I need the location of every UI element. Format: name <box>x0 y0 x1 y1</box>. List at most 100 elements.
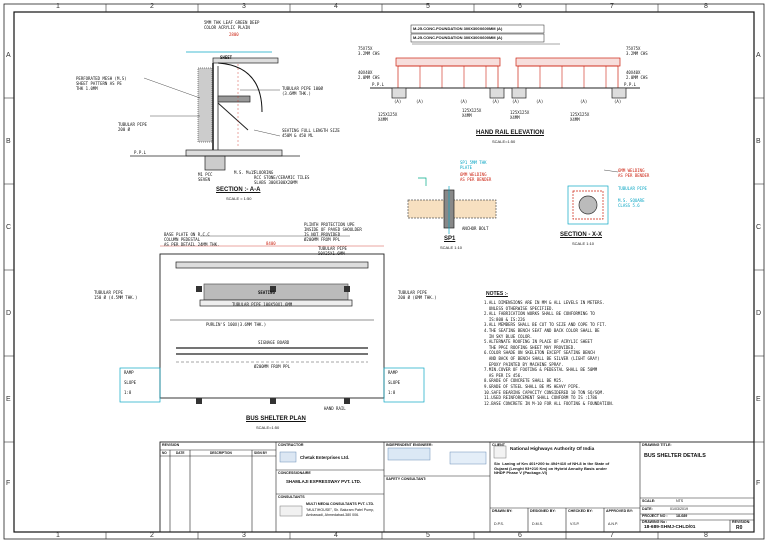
tb-designed-by-heading: DESIGNED BY: <box>530 509 556 513</box>
row-label-B-left: B <box>6 138 11 145</box>
row-label-E-left: E <box>6 396 11 403</box>
xx-scale: SCALE 1:10 <box>572 241 595 246</box>
tb-consultants-heading: CONSULTANTS <box>278 495 305 499</box>
note-line: 7.MIN.COVER OF FOOTING & PEDESTAL SHALL … <box>484 367 598 373</box>
hr-a-tag: (A) <box>492 99 500 104</box>
sp1-scale: SCALE 1:10 <box>440 245 463 250</box>
tb-approved-by: A.N.P. <box>608 522 618 526</box>
column-label-4-top: 4 <box>334 3 338 10</box>
plan-ramp-right: RAMP SLOPE 1:8 <box>388 370 401 395</box>
row-label-D-right: D <box>756 310 762 317</box>
sp1-weld-label: 6MM WELDING AS PER BENDER <box>460 172 492 182</box>
column-label-3-top: 3 <box>242 3 246 10</box>
row-label-F-left: F <box>6 480 11 487</box>
plan-signage-label: SIGNAGE BOARD <box>258 340 290 345</box>
title-block-grid <box>159 441 755 533</box>
section-aa-drawing <box>130 51 300 171</box>
column-label-7-bot: 7 <box>610 532 614 539</box>
sp1-plate-label: SP1 5MM THK PLATE <box>460 160 487 170</box>
row-label-D-left: D <box>6 310 12 317</box>
tb-checked-by: V.S.P. <box>570 522 580 526</box>
tb-drawn-by: D.P.S. <box>494 522 504 526</box>
aa-bolt-label: M.S. Mu15 <box>234 170 256 175</box>
column-label-5-top: 5 <box>426 3 430 10</box>
note-line: EPOXY PAINTED BY MACHINE SPRAY. <box>484 361 564 367</box>
column-label-2-top: 2 <box>150 3 154 10</box>
hr-left-mid: 40X40X 2.0MM CHS <box>358 70 380 80</box>
tb-drawing-no: 18-689-SHMJ-CHLD/01 <box>644 525 696 530</box>
hand-rail-drawing <box>370 43 640 99</box>
tb-drawn-by-heading: DRAWN BY: <box>492 509 513 513</box>
plan-scale: SCALE=1:50 <box>256 425 280 430</box>
hr-member-3: 125X125X X4MM <box>510 110 530 120</box>
row-label-C-right: C <box>756 224 762 231</box>
notes-heading-text: NOTES :- <box>486 291 508 297</box>
tb-date-heading: DATE: <box>642 507 653 511</box>
row-label-F-right: F <box>756 480 761 487</box>
note-line: IN SKY BLUE COLOR. <box>484 333 533 339</box>
xx-mpc-label: M.S. SQUARE CLASS 5.6 <box>618 198 645 208</box>
note-line: 9.GRADE OF STEEL SHALL BE MS HEAVY PIPE. <box>484 383 581 389</box>
tb-independent-heading: INDEPENDENT ENGINEER: <box>386 443 433 447</box>
tb-scale-heading: SCALE: <box>642 499 656 503</box>
aa-dim-top: 2800 <box>229 32 239 37</box>
plan-dim: 8400 <box>266 241 276 246</box>
hr-a-tag: (A) <box>394 99 402 104</box>
client-logo <box>493 445 507 459</box>
tb-revision-col: DESCRIPTION <box>210 451 232 455</box>
hr-member-4: 125X125X X4MM <box>570 112 590 122</box>
aa-flooring-label: FLOORING RCC STONE/CERAMIC TILES SLABS 3… <box>254 170 310 185</box>
tb-client-heading: CLIENT <box>492 443 505 447</box>
xx-title: SECTION - X-X <box>560 232 603 238</box>
column-label-6-bot: 6 <box>518 532 522 539</box>
hr-a-tag: (A) <box>416 99 424 104</box>
aa-sheet-label: SHEET <box>220 55 233 60</box>
aa-ppl-label: P.P.L <box>134 150 147 155</box>
aa-seating-label: SEATING FULL LENGTH SIZE 450M & 450 ML <box>282 128 340 138</box>
hr-right-top: 75X75X 3.2MM CHS <box>626 46 648 56</box>
tb-drawing-no-heading: DRAWING No : <box>642 520 668 524</box>
notes-list: 1.ALL DIMENSIONS ARE IN MM & ALL LEVELS … <box>484 300 614 406</box>
note-line: AND BACK OF BENCH SHALL BE SILVER (LIGHT… <box>484 355 600 361</box>
notes-heading: NOTES :- <box>486 292 508 297</box>
tb-contractor-heading: CONTRACTOR <box>278 443 304 447</box>
plan-pipe-far-right-label: TUBULAR PIPE 200 Ø (6MM THK.) <box>398 290 437 300</box>
sp1-title: SP1 <box>444 236 456 242</box>
note-line: 2.ALL FABRICATION WORKS SHALL BE CONFORM… <box>484 311 595 317</box>
hr-left-top: 75X75X 3.2MM CHS <box>358 46 380 56</box>
column-label-1-bot: 1 <box>56 532 60 539</box>
row-label-C-left: C <box>6 224 12 231</box>
note-line: 12.BASE CONCRETE IN M-10 FOR ALL FOOTING… <box>484 400 615 406</box>
tb-project-no: 18-689 <box>676 514 688 518</box>
column-label-4-bot: 4 <box>334 532 338 539</box>
hr-foundation-1: M-25.CONC.FOUNDATION 300X300X600MM (A) <box>413 26 503 31</box>
note-line: 4.THE SEATING BENCH SEAT AND BACK COLOR … <box>484 327 600 333</box>
tb-consultant: MULTI MEDIA CONSULTANTS PVT. LTD. <box>306 502 375 506</box>
plan-ramp-left: RAMP SLOPE 1:8 <box>124 370 137 395</box>
hr-title: HAND RAIL ELEVATION <box>476 130 545 136</box>
tb-drawing-title: BUS SHELTER DETAILS <box>644 453 706 459</box>
tb-revision-col: DATE <box>176 451 185 455</box>
foundation-label-box-2 <box>410 33 545 43</box>
hr-scale: SCALE=1:50 <box>492 139 516 144</box>
tb-client: National Highways Authority Of India <box>510 447 595 452</box>
note-line: 11.USED REINFORCEMENT SHALL CONFORM TO I… <box>484 395 598 401</box>
column-label-6-top: 6 <box>518 3 522 10</box>
hr-right-mid: 40X40X 2.0MM CHS <box>626 70 648 80</box>
note-line: 1.ALL DIMENSIONS ARE IN MM & ALL LEVELS … <box>484 300 605 305</box>
tb-safety-heading: SAFETY CONSULTANT: <box>386 477 427 481</box>
plan-pipe-right-label: TUBULAR PIPE 50X25X1.6MM <box>318 246 347 256</box>
plan-purlin-label: PURLIN'S 100X(3.6MM THK.) <box>206 322 267 327</box>
aa-pcc-label: M1 PCC SEVEN <box>198 172 213 182</box>
xx-weld-label: 6MM WELDING AS PER BENDER <box>618 168 650 178</box>
note-line: IS:800 & IS:226 <box>484 316 525 322</box>
note-line: 6.COLOR SHADE ON SKELETON EXCEPT SEATING… <box>484 350 595 356</box>
hr-member-1: 125X125X X4MM <box>378 112 398 122</box>
column-label-5-bot: 5 <box>426 532 430 539</box>
hr-ppl-left: P.P.L <box>372 82 385 87</box>
aa-mesh-label: PERFORATED MESH (M.S) SHEET PATTERN AS P… <box>76 76 127 91</box>
aa-roof-label: 5MM THK LEAF GREEN DEEP COLOR ACRYLIC PL… <box>204 20 260 30</box>
tb-approved-by-heading: APPROVED BY: <box>606 509 634 513</box>
